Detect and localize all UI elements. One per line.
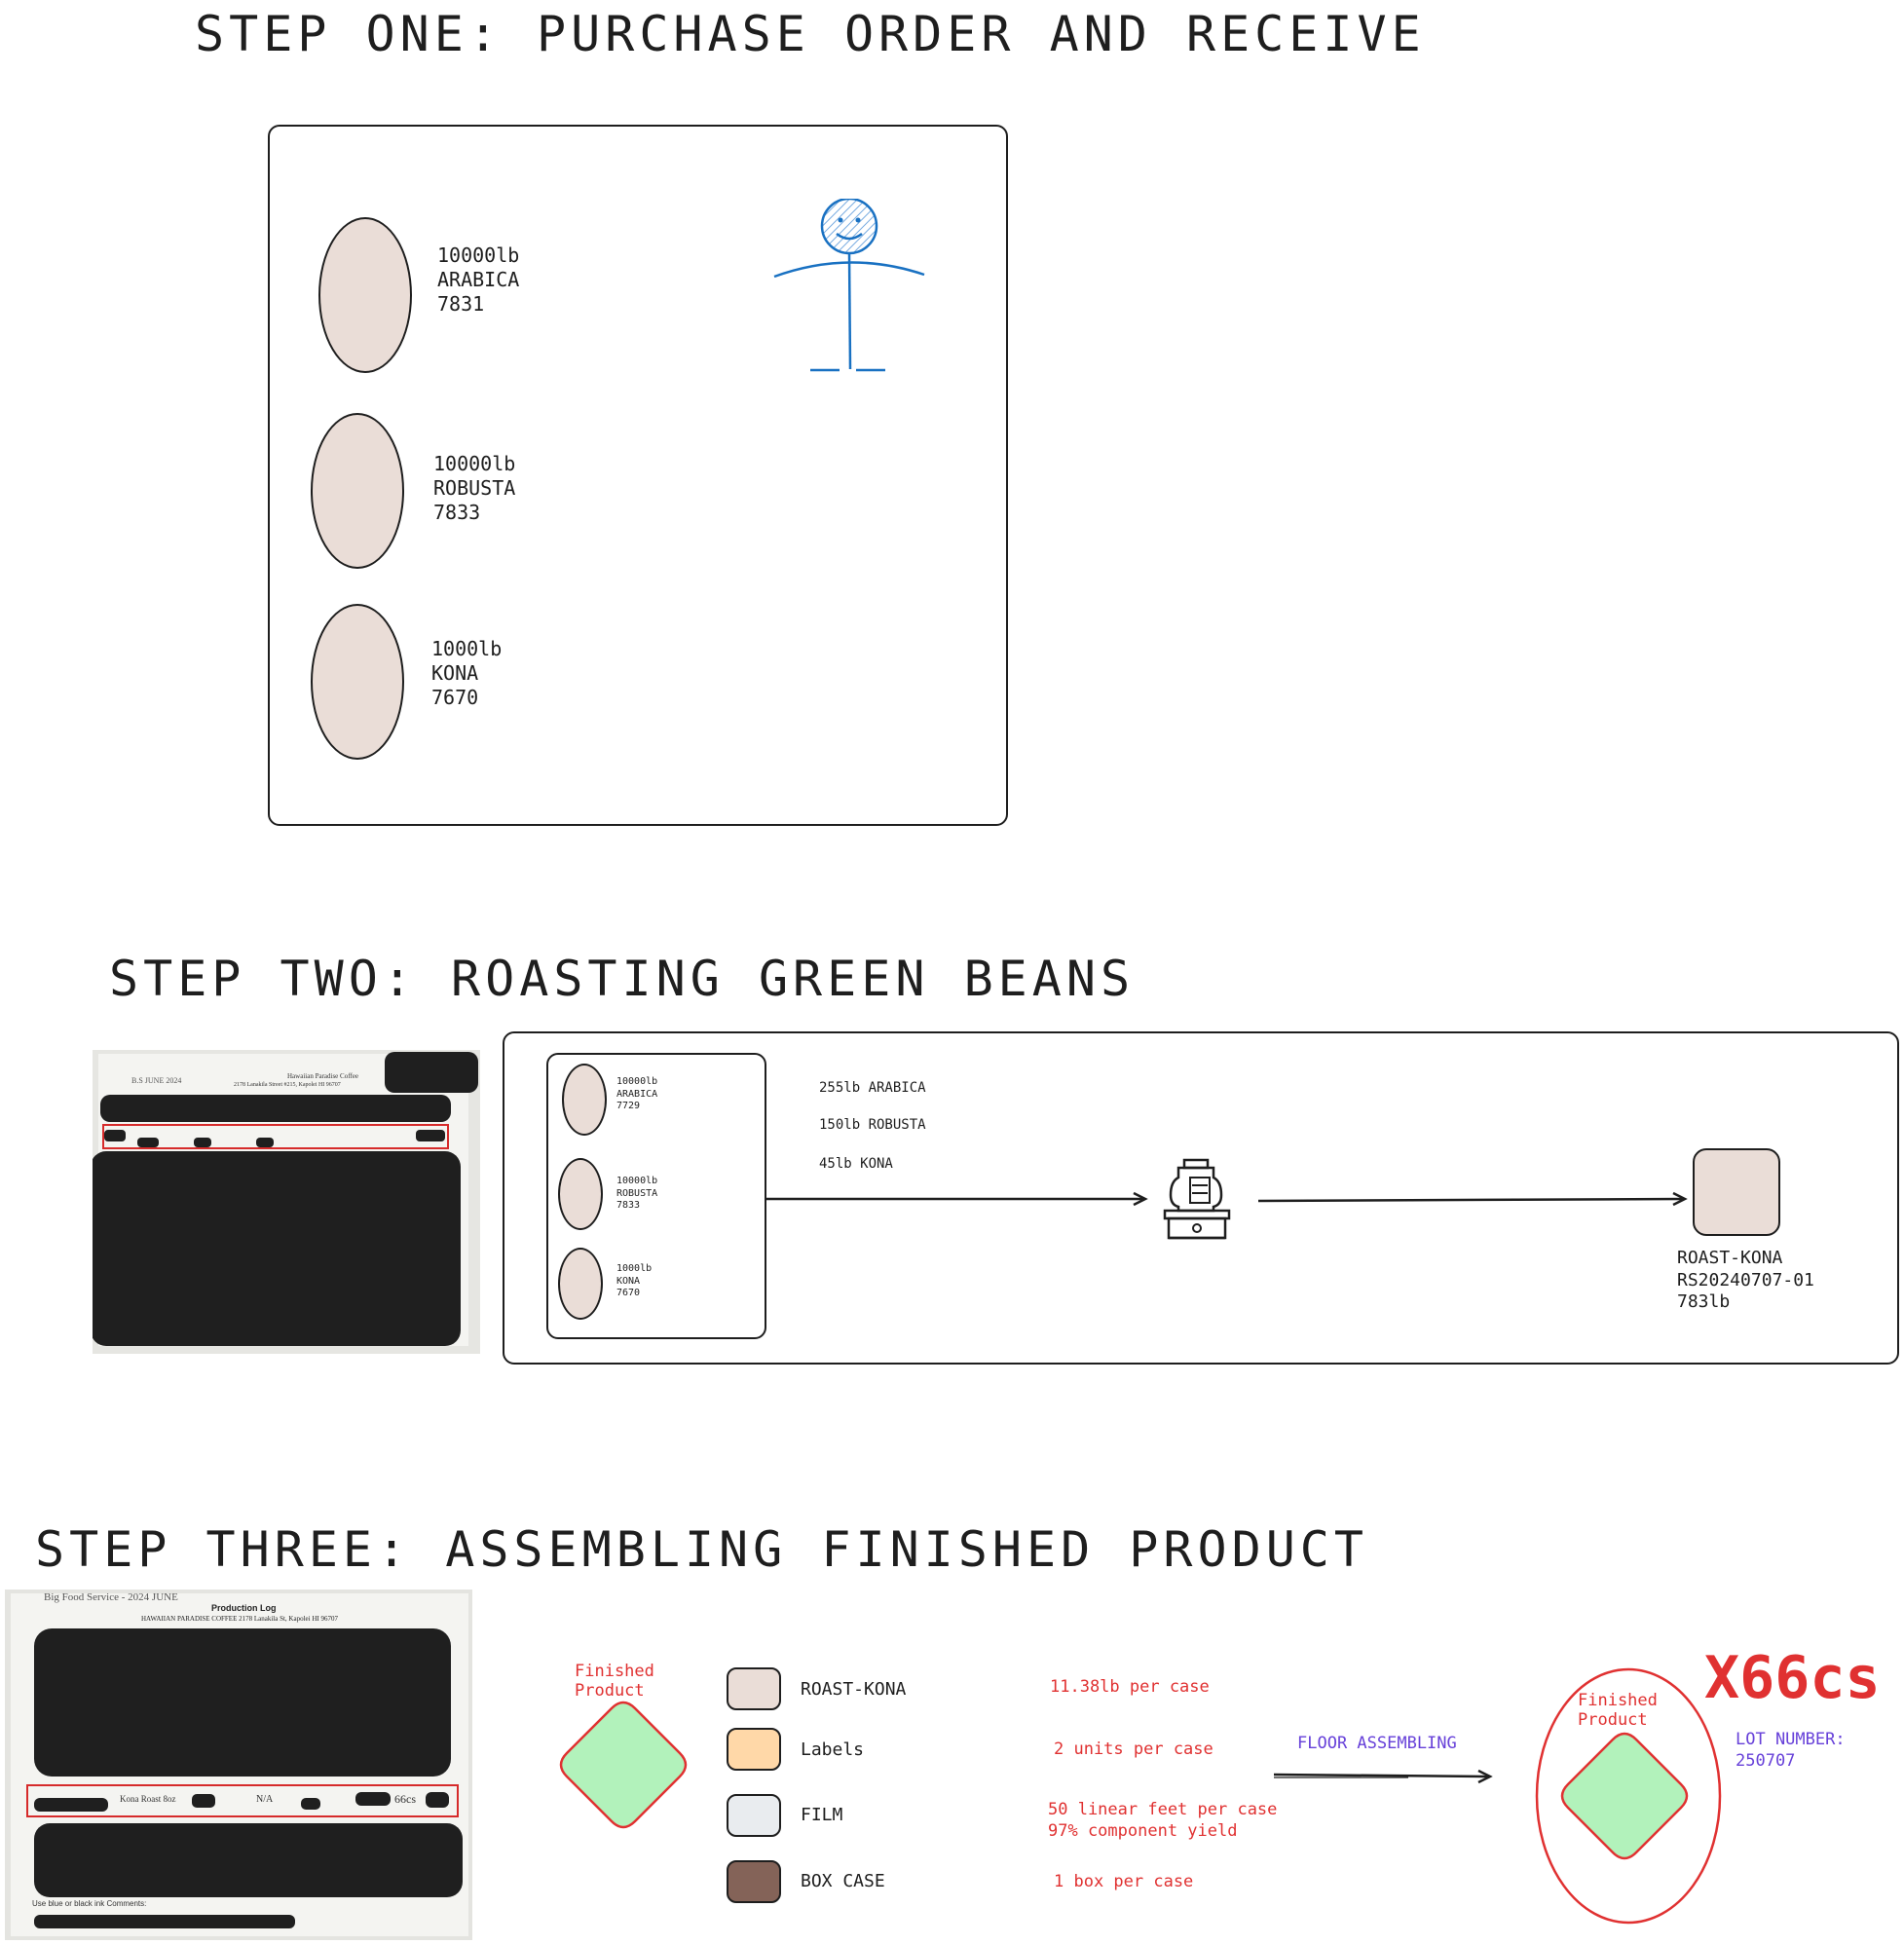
process-label: FLOOR ASSEMBLING [1297, 1734, 1457, 1753]
step-two-frame: 10000lb ARABICA 7729 10000lb ROBUSTA 783… [503, 1031, 1899, 1365]
redaction [355, 1792, 391, 1806]
production-log-photo-assembly[interactable]: Big Food Service - 2024 JUNE Production … [5, 1590, 472, 1940]
usage-labels: 2 units per case [1054, 1739, 1213, 1759]
bean-arabica-label: 10000lb ARABICA 7729 [616, 1076, 658, 1111]
usage-roast-kona: 11.38lb per case [1050, 1677, 1210, 1697]
bean-robusta[interactable] [558, 1158, 603, 1230]
redaction [104, 1130, 126, 1141]
redaction [301, 1798, 320, 1810]
photo-address-text: 2178 Lanakila Street #215, Kapolei HI 96… [234, 1082, 341, 1088]
redaction [93, 1151, 461, 1346]
step-one-frame: 10000lb ARABICA 7831 10000lb ROBUSTA 783… [268, 125, 1008, 826]
case-multiplier: X66cs [1704, 1644, 1881, 1712]
redaction [34, 1798, 108, 1812]
photo-date-text: B.S JUNE 2024 [131, 1076, 182, 1085]
photo-row-cases: 66cs [394, 1792, 416, 1806]
swatch-labels[interactable] [727, 1728, 781, 1771]
roasted-output-label: ROAST-KONA RS20240707-01 783lb [1677, 1248, 1814, 1312]
roast-input-arabica: 255lb ARABICA [819, 1080, 926, 1096]
bean-robusta-label: 10000lb ROBUSTA 7833 [433, 452, 516, 524]
photo-row-na: N/A [256, 1794, 274, 1805]
process-arrow [1273, 1769, 1493, 1784]
lot-number-label: LOT NUMBER: [1736, 1730, 1846, 1749]
component-roast-kona: ROAST-KONA [801, 1679, 907, 1700]
highlighted-row [26, 1784, 459, 1817]
redaction [426, 1792, 449, 1808]
bean-kona-label: 1000lb KONA 7670 [431, 637, 503, 709]
highlighted-row [102, 1124, 449, 1149]
step-three-title: STEP THREE: ASSEMBLING FINISHED PRODUCT [35, 1521, 1368, 1578]
bean-arabica-label: 10000lb ARABICA 7831 [437, 243, 520, 316]
redaction [34, 1915, 295, 1928]
usage-film-feet: 50 linear feet per case [1048, 1800, 1278, 1819]
photo-company-text: HAWAIIAN PARADISE COFFEE 2178 Lanakila S… [141, 1615, 338, 1623]
component-film: FILM [801, 1805, 843, 1825]
step-one-title: STEP ONE: PURCHASE ORDER AND RECEIVE [195, 6, 1426, 62]
redaction [385, 1052, 478, 1093]
redaction [137, 1138, 159, 1147]
finished-product-circle [1535, 1667, 1722, 1925]
roaster-machine-icon [1163, 1158, 1231, 1240]
redaction [34, 1823, 463, 1897]
finished-product-diamond[interactable] [555, 1697, 691, 1833]
bean-arabica[interactable] [318, 217, 412, 373]
bean-kona[interactable] [558, 1248, 603, 1320]
redaction [34, 1628, 451, 1777]
component-box-case: BOX CASE [801, 1871, 885, 1891]
bean-kona-label: 1000lb KONA 7670 [616, 1263, 653, 1298]
component-labels: Labels [801, 1739, 865, 1760]
roast-input-kona: 45lb KONA [819, 1156, 893, 1172]
usage-box-case: 1 box per case [1054, 1872, 1194, 1891]
photo-header-text: Hawaiian Paradise Coffee [287, 1072, 358, 1080]
person-icon [773, 199, 925, 372]
bean-kona[interactable] [311, 604, 404, 760]
bean-arabica[interactable] [562, 1064, 607, 1136]
redaction [192, 1794, 215, 1808]
redaction [100, 1095, 451, 1122]
redaction [256, 1138, 274, 1147]
green-bean-inventory: 10000lb ARABICA 7729 10000lb ROBUSTA 783… [546, 1053, 766, 1339]
bean-robusta-label: 10000lb ROBUSTA 7833 [616, 1176, 658, 1211]
finished-product-label: Finished Product [575, 1662, 654, 1702]
redaction [194, 1138, 211, 1147]
redaction [416, 1130, 445, 1141]
finished-product-label: Finished Product [1578, 1691, 1658, 1731]
photo-log-title: Production Log [211, 1603, 277, 1613]
photo-top-text: Big Food Service - 2024 JUNE [44, 1591, 178, 1603]
flow-arrow-to-roaster [765, 1191, 1148, 1207]
flow-arrow-to-output [1258, 1191, 1688, 1207]
lot-number-value: 250707 [1736, 1751, 1796, 1771]
usage-film-yield: 97% component yield [1048, 1821, 1238, 1841]
photo-row-product: Kona Roast 8oz [120, 1794, 176, 1804]
finished-product-diamond[interactable] [1556, 1728, 1693, 1864]
swatch-roast-kona[interactable] [727, 1667, 781, 1710]
roast-input-robusta: 150lb ROBUSTA [819, 1117, 926, 1133]
swatch-box-case[interactable] [727, 1860, 781, 1903]
photo-footer-text: Use blue or black ink Comments: [32, 1899, 147, 1908]
step-two-title: STEP TWO: ROASTING GREEN BEANS [109, 951, 1136, 1007]
bean-robusta[interactable] [311, 413, 404, 569]
production-log-photo-roasting[interactable]: B.S JUNE 2024 Hawaiian Paradise Coffee 2… [93, 1050, 480, 1354]
roasted-output-box[interactable] [1693, 1148, 1780, 1236]
swatch-film[interactable] [727, 1794, 781, 1837]
